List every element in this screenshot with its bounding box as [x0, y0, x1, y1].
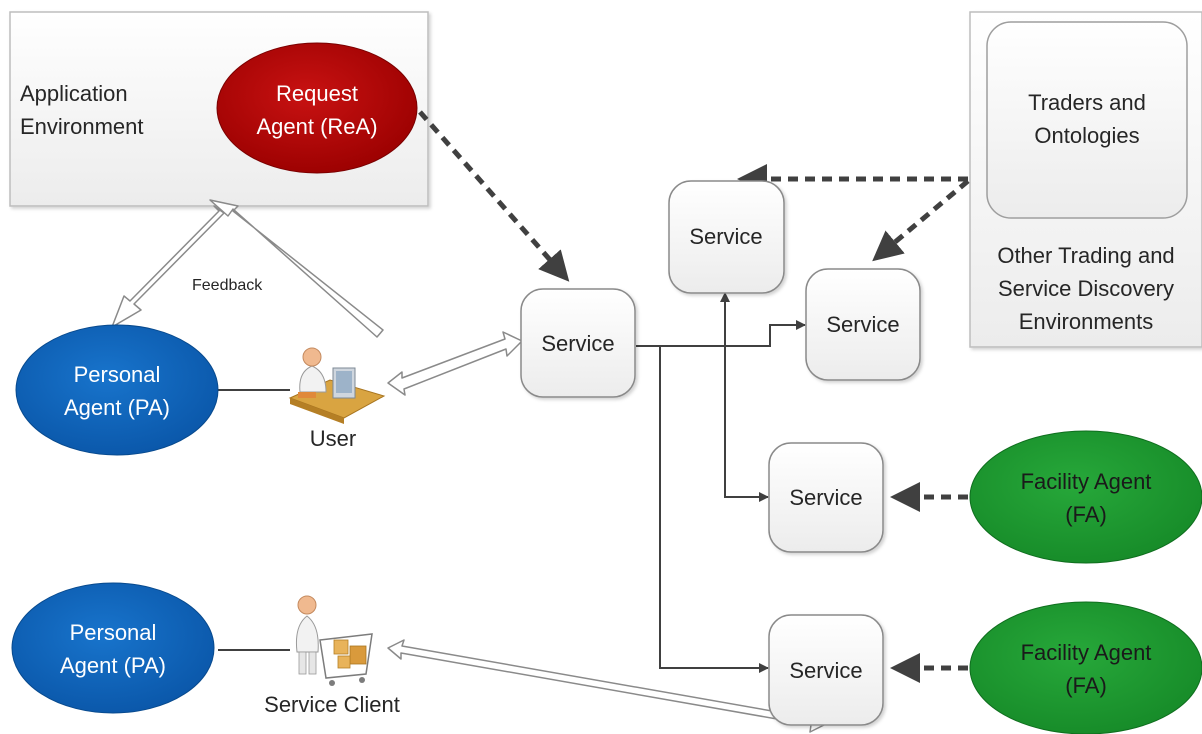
facility-top-service[interactable]: Service	[768, 442, 884, 553]
central-service[interactable]: Service	[520, 288, 636, 398]
connector-to-right-service	[636, 320, 806, 347]
personal-agent-bottom-line1: Personal	[70, 620, 157, 645]
personal-agent-top-line1: Personal	[74, 362, 161, 387]
facility-agent-bottom[interactable]: Facility Agent (FA)	[969, 601, 1202, 734]
traders-label-line1: Traders and	[1028, 90, 1146, 115]
user-at-desk-icon	[288, 347, 386, 424]
connector-to-facility-bottom-service	[659, 346, 769, 673]
dashed-flows	[418, 110, 970, 683]
upper-service[interactable]: Service	[668, 180, 785, 294]
facility-agent-top-line2: (FA)	[1065, 502, 1107, 527]
client-service-double-arrow	[387, 639, 831, 733]
facility-agent-bottom-line2: (FA)	[1065, 673, 1107, 698]
facility-bottom-service[interactable]: Service	[768, 614, 884, 726]
feedback-arrow-to-pa	[111, 205, 225, 328]
feedback-label: Feedback	[192, 277, 263, 294]
flow-rea-to-service	[418, 110, 570, 282]
user-service-double-arrow	[387, 331, 523, 396]
hollow-arrows	[111, 199, 831, 733]
right-service-label: Service	[826, 312, 899, 337]
user[interactable]: User	[288, 347, 386, 451]
right-service[interactable]: Service	[805, 268, 921, 381]
flow-traders-to-right-service	[872, 179, 970, 262]
traders-and-ontologies[interactable]: Traders and Ontologies	[986, 21, 1188, 219]
upper-service-label: Service	[689, 224, 762, 249]
application-environment-label-line2: Environment	[20, 114, 144, 139]
facility-agent-top[interactable]: Facility Agent (FA)	[969, 430, 1202, 564]
other-trading-label-line2: Service Discovery	[998, 276, 1174, 301]
personal-agent-bottom[interactable]: Personal Agent (PA)	[11, 582, 215, 714]
user-label: User	[310, 426, 356, 451]
application-environment-label-line1: Application	[20, 81, 128, 106]
service-client[interactable]: Service Client	[264, 595, 400, 717]
feedback-arrow-to-app	[209, 199, 384, 338]
service-client-label: Service Client	[264, 692, 400, 717]
personal-agent-top[interactable]: Personal Agent (PA)	[15, 324, 219, 456]
other-trading-label-line1: Other Trading and	[997, 243, 1174, 268]
facility-top-service-label: Service	[789, 485, 862, 510]
shopping-cart-person-icon	[296, 595, 373, 686]
traders-label-line2: Ontologies	[1034, 123, 1139, 148]
service-connectors	[218, 292, 806, 673]
request-agent-label-line2: Agent (ReA)	[256, 114, 377, 139]
personal-agent-bottom-line2: Agent (PA)	[60, 653, 166, 678]
central-service-label: Service	[541, 331, 614, 356]
connector-to-facility-top-service	[724, 346, 769, 502]
facility-agent-top-line1: Facility Agent	[1021, 469, 1152, 494]
personal-agent-top-line2: Agent (PA)	[64, 395, 170, 420]
facility-agent-bottom-line1: Facility Agent	[1021, 640, 1152, 665]
facility-bottom-service-label: Service	[789, 658, 862, 683]
request-agent[interactable]: Request Agent (ReA)	[216, 42, 418, 174]
request-agent-label-line1: Request	[276, 81, 358, 106]
other-trading-label-line3: Environments	[1019, 309, 1154, 334]
